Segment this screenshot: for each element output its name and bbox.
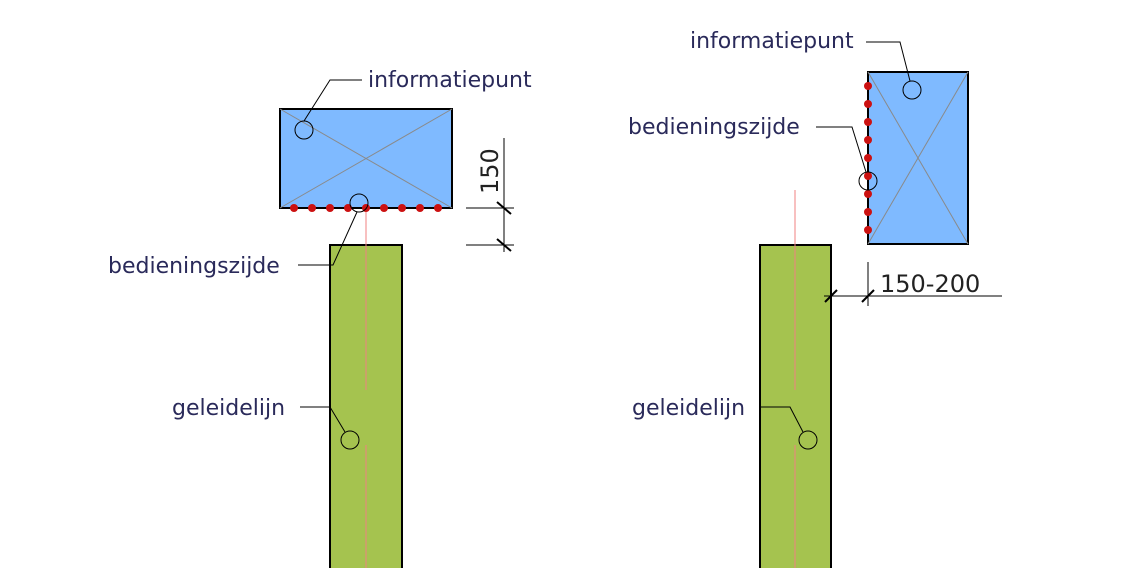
left-guide-leader	[300, 406, 346, 433]
left-dimension	[466, 138, 514, 252]
operating-side-dot	[864, 190, 872, 198]
operating-side-dot	[344, 204, 352, 212]
left-info-leader	[303, 79, 362, 122]
left-operating-leader	[298, 211, 358, 266]
operating-side-dot	[864, 118, 872, 126]
left-info-box-diagonal-2	[279, 108, 453, 209]
left-operating-label: bedieningszijde	[108, 254, 280, 279]
operating-side-dot	[864, 100, 872, 108]
operating-side-dot	[864, 172, 872, 180]
left-guide-label: geleidelijn	[172, 396, 285, 421]
left-diagram: informatiepunt bedieningszijde geleideli…	[108, 68, 532, 568]
right-info-point-marker	[902, 80, 922, 100]
operating-side-dot	[326, 204, 334, 212]
right-operating-marker	[858, 171, 878, 191]
right-guide-leader	[760, 406, 804, 433]
right-guide-marker	[798, 430, 818, 450]
operating-side-dot	[290, 204, 298, 212]
left-operating-side-dots	[290, 204, 442, 212]
right-info-box-diagonal-2	[867, 71, 969, 245]
right-info-label: informatiepunt	[690, 29, 854, 54]
left-dimension-label: 150	[476, 148, 504, 194]
operating-side-dot	[864, 208, 872, 216]
right-diagram: informatiepunt bedieningszijde geleideli…	[628, 29, 1002, 568]
right-operating-leader	[816, 126, 867, 173]
operating-side-dot	[434, 204, 442, 212]
operating-side-dot	[416, 204, 424, 212]
left-guide-marker	[340, 430, 360, 450]
operating-side-dot	[380, 204, 388, 212]
operating-side-dot	[864, 226, 872, 234]
operating-side-dot	[398, 204, 406, 212]
right-guide-label: geleidelijn	[632, 396, 745, 421]
left-operating-marker	[349, 193, 369, 213]
right-dimension	[824, 262, 1002, 306]
operating-side-dot	[864, 136, 872, 144]
right-operating-side-dots	[864, 82, 872, 234]
operating-side-dot	[864, 82, 872, 90]
operating-side-dot	[308, 204, 316, 212]
right-operating-label: bedieningszijde	[628, 115, 800, 140]
right-dimension-label: 150-200	[880, 270, 980, 298]
left-info-label: informatiepunt	[368, 68, 532, 93]
right-info-leader	[866, 41, 911, 82]
operating-side-dot	[864, 154, 872, 162]
